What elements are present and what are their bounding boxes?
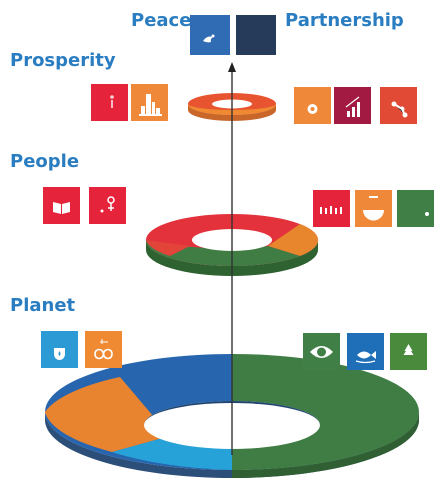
tile-prosperity-4: [334, 87, 371, 124]
planet-ring: [45, 354, 419, 478]
gear-icon: [307, 104, 318, 114]
infinity-icon: [94, 339, 113, 360]
person-icon: [110, 95, 114, 108]
book-icon: [53, 202, 70, 214]
city-icon: [139, 94, 162, 116]
tile-prosperity-1: [91, 84, 128, 121]
label-peace: Peace: [131, 10, 192, 31]
tile-partnership: [236, 15, 276, 55]
label-people: People: [10, 151, 80, 172]
tile-people-1: [43, 187, 80, 224]
tile-peace: [190, 15, 230, 55]
fish-icon: [355, 351, 376, 364]
tree-icon: [403, 344, 414, 355]
tile-people-3: [313, 190, 350, 227]
family-icon: [320, 206, 342, 214]
bowl-icon: [363, 196, 384, 221]
growth-chart-icon: [345, 96, 360, 117]
network-icon: [391, 101, 408, 118]
eye-globe-icon: [310, 346, 333, 358]
label-partnership: Partnership: [285, 10, 404, 31]
tile-planet-3: [303, 333, 340, 370]
tile-people-2: [89, 187, 126, 224]
tile-people-4: [355, 190, 392, 227]
tile-prosperity-2: [131, 84, 168, 121]
water-drop-icon: [54, 348, 65, 360]
tile-people-5: [397, 190, 434, 227]
upward-arrow: [228, 62, 236, 455]
heartbeat-icon: [425, 212, 429, 216]
dove-icon: [203, 34, 215, 43]
tile-planet-2: [85, 331, 122, 368]
label-prosperity: Prosperity: [10, 50, 116, 71]
tile-prosperity-3: [294, 87, 331, 124]
label-planet: Planet: [10, 295, 76, 316]
gender-icon: [100, 196, 115, 213]
tile-planet-4: [347, 333, 384, 370]
tile-planet-1: [41, 331, 78, 368]
tile-prosperity-5: [380, 87, 417, 124]
tile-planet-5: [390, 333, 427, 370]
